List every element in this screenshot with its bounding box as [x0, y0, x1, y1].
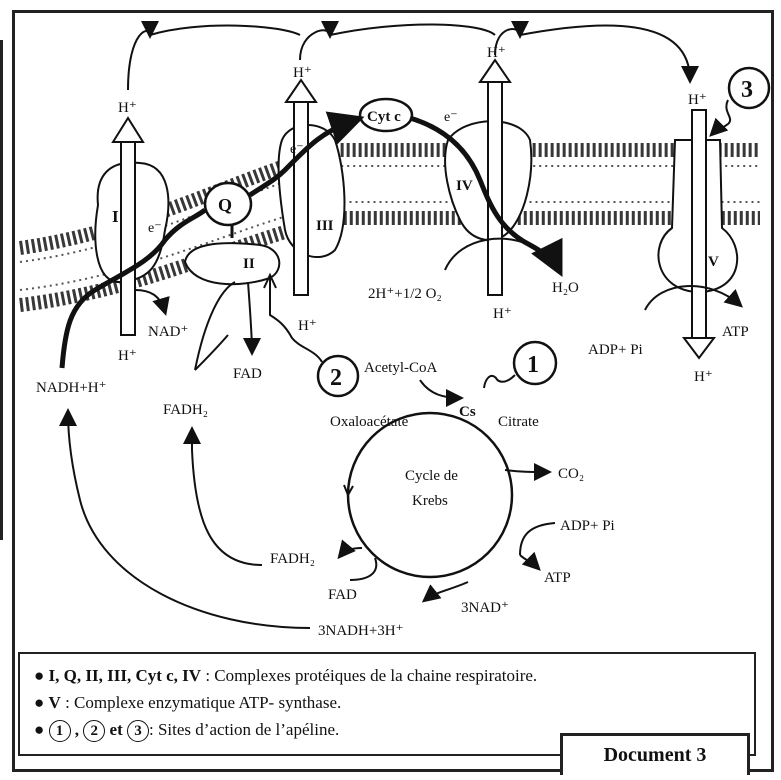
h-plus-label: H⁺: [493, 306, 512, 322]
complex-III: III H⁺ H⁺: [277, 65, 346, 334]
water-label: H₂O: [552, 280, 579, 296]
cytochrome-c: Cyt c: [358, 97, 414, 133]
krebs-nadh-label: 3NADH+3H⁺: [318, 623, 404, 639]
krebs-atp-label: ATP: [544, 570, 571, 586]
fadh2-krebs-arrow: [337, 539, 363, 560]
electron-label: e⁻: [290, 142, 304, 157]
krebs-label-2: Krebs: [412, 493, 448, 509]
h-plus-label: H⁺: [298, 318, 317, 334]
h-plus-label: H⁺: [118, 348, 137, 364]
nad-label: NAD⁺: [148, 324, 188, 340]
document-label: Document 3: [560, 733, 750, 775]
krebs-adp-pi-label: ADP+ Pi: [560, 518, 615, 534]
legend-row-atp-synthase: ● V : Complexe enzymatique ATP- synthase…: [34, 693, 342, 712]
site-2-marker: 2: [316, 354, 360, 398]
atp-label: ATP: [722, 324, 749, 340]
complex-V-atp-synthase: V H⁺ H⁺: [657, 92, 739, 385]
h-plus-label: H⁺: [293, 65, 312, 81]
h-plus-label: H⁺: [487, 45, 506, 61]
h-plus-label: H⁺: [118, 100, 137, 116]
svg-text:3: 3: [741, 77, 753, 103]
legend-row-sites: ● 1 , 2 et 3: Sites d’action de l’apélin…: [34, 716, 740, 743]
fadh2-label: FADH₂: [163, 402, 208, 418]
complex-IV-label: IV: [456, 178, 473, 194]
legend-box: ● I, Q, II, III, Cyt c, IV : Complexes p…: [18, 652, 756, 756]
site-2-action-line: [269, 278, 323, 363]
site-1-marker: 1: [483, 340, 558, 389]
water-reaction-label: 2H⁺+1/2 O₂: [368, 286, 442, 302]
atp-krebs-arrow: [519, 551, 541, 571]
site-1-symbol: 1: [48, 720, 71, 742]
complex-I-proton-channel: H⁺ H⁺: [111, 100, 145, 364]
krebs-label-1: Cycle de: [405, 468, 458, 484]
krebs-fadh2-label: FADH₂: [270, 551, 315, 567]
acetyl-coa-label: Acetyl-CoA: [364, 360, 437, 376]
figure-frame: [12, 10, 774, 772]
acetyl-coa-arrow: [419, 379, 464, 407]
adp-pi-label: ADP+ Pi: [588, 342, 643, 358]
complex-I-label: I: [112, 207, 119, 226]
nad-arrow: [134, 289, 170, 316]
electron-transport-path: [59, 111, 563, 369]
legend-row-complexes: ● I, Q, II, III, Cyt c, IV : Complexes p…: [34, 666, 538, 685]
respiratory-chain-diagram: I H⁺ H⁺ Q II III H⁺ H⁺ Cyt c IV H⁺ H⁺: [19, 20, 771, 639]
krebs-nad-label: 3NAD⁺: [461, 600, 509, 616]
krebs-fad-label: FAD: [328, 587, 357, 603]
left-edge-bar: [0, 40, 3, 540]
site-3-marker: 3: [709, 66, 771, 137]
co2-label: CO₂: [558, 466, 584, 482]
electron-label: e⁻: [148, 221, 162, 236]
site-3-symbol: 3: [127, 720, 149, 742]
citrate-synthase-label: Cs: [459, 404, 476, 420]
q-label: Q: [218, 195, 232, 215]
cytc-label: Cyt c: [367, 109, 401, 125]
electron-label: e⁻: [444, 110, 458, 125]
nadh-label: NADH+H⁺: [36, 380, 107, 396]
nadh-return-arrow: [59, 408, 311, 629]
nad-krebs-arrow: [421, 581, 469, 603]
h-plus-label: H⁺: [688, 92, 707, 108]
svg-text:2: 2: [330, 365, 342, 391]
coenzyme-Q: Q: [203, 181, 253, 227]
co2-arrow: [504, 462, 552, 481]
complex-IV: IV H⁺ H⁺: [444, 45, 533, 322]
citrate-label: Citrate: [498, 414, 539, 430]
complex-II-label: II: [243, 256, 255, 272]
krebs-cycle: Cycle de Krebs: [343, 411, 514, 579]
svg-text:1: 1: [527, 352, 539, 378]
fad-label: FAD: [233, 366, 262, 382]
complex-II: II: [183, 242, 281, 286]
complex-V-label: V: [708, 254, 719, 270]
fadh2-return-arrow: [183, 426, 263, 566]
oxaloacetate-label: Oxaloacétate: [330, 414, 409, 430]
site-2-symbol: 2: [83, 720, 106, 742]
fadh2-to-complex-II: [194, 334, 229, 371]
atp-synthesis-arrow: [644, 285, 743, 311]
oxygen-reduction-arrow: [444, 237, 536, 271]
complex-III-label: III: [316, 218, 334, 234]
h-plus-label: H⁺: [694, 369, 713, 385]
proton-flow-arrows: [127, 20, 699, 91]
